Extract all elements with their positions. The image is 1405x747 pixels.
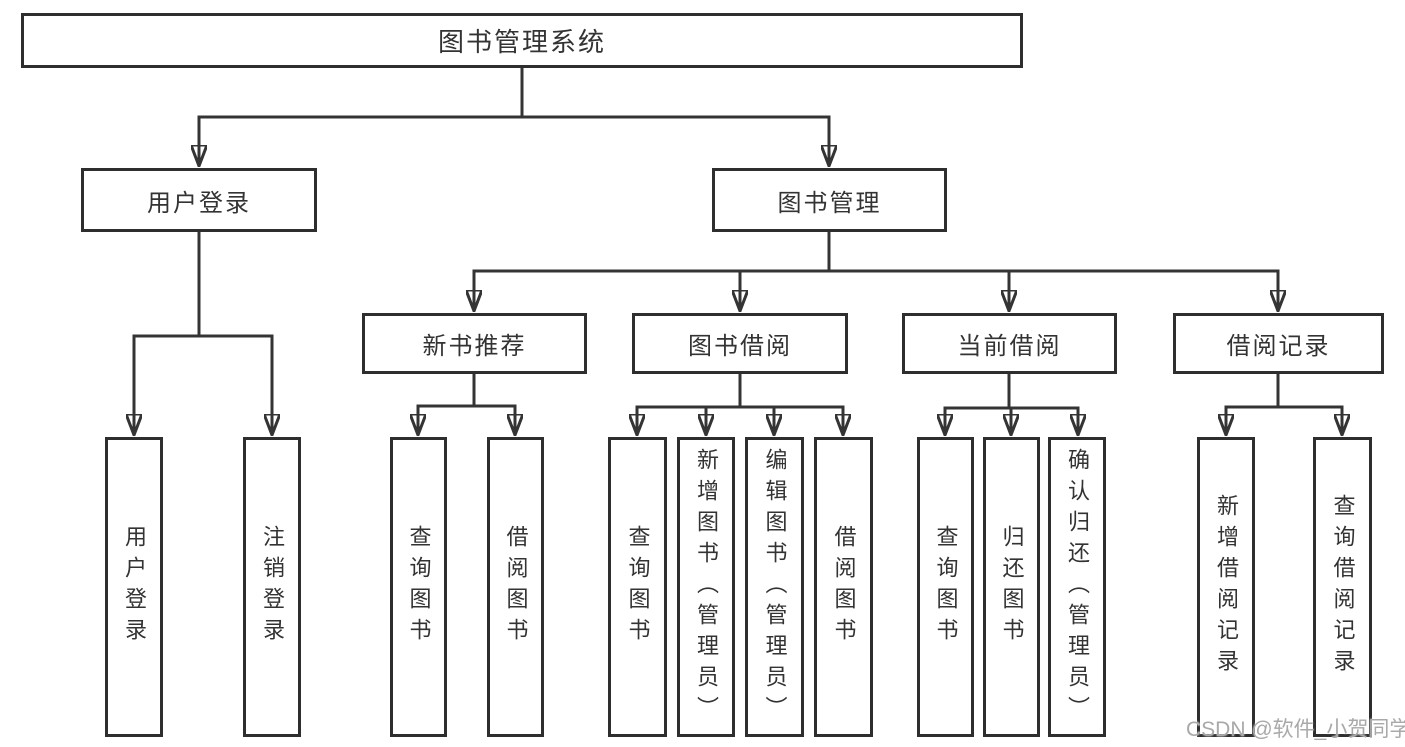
leaf-label: 归还图书: [999, 525, 1025, 649]
connector-new-book-to-borrow-books: [472, 374, 515, 435]
node-borrowing-records: 借阅记录: [1173, 313, 1384, 374]
leaf-return-book: 归还图书: [983, 437, 1040, 737]
leaf-add-borrow-record: 新增借阅记录: [1197, 437, 1255, 737]
leaf-query-borrow-record: 查询借阅记录: [1313, 437, 1372, 737]
connector-book-management-to-book-borrow: [740, 232, 831, 311]
connector-user-login-to-logout-leaf: [197, 232, 272, 435]
leaf-borrow-books-borrowing: 借阅图书: [814, 437, 873, 737]
leaf-borrow-books-recommend: 借阅图书: [487, 437, 544, 737]
connector-book-borrow-to-query-books: [637, 374, 742, 435]
node-user-login: 用户登录: [81, 168, 317, 232]
leaf-label: 编辑图书（管理员）: [762, 447, 788, 727]
leaf-query-books-recommend: 查询图书: [390, 437, 447, 737]
leaf-label: 确认归还（管理员）: [1065, 447, 1090, 727]
node-label: 图书管理: [777, 189, 882, 217]
node-label: 用户登录: [147, 189, 251, 217]
connector-current-borrow-to-query-books: [945, 374, 1011, 435]
leaf-label: 查询图书: [933, 525, 959, 649]
node-book-management: 图书管理: [712, 168, 947, 232]
leaf-label: 新增图书（管理员）: [694, 447, 719, 727]
node-label: 借阅记录: [1226, 333, 1331, 360]
leaf-label: 新增借阅记录: [1214, 494, 1239, 680]
leaf-label: 借阅图书: [503, 525, 529, 649]
node-library-management-system: 图书管理系统: [21, 13, 1023, 68]
csdn-watermark: CSDN @软件_小贺同学: [1186, 718, 1405, 741]
connector-book-management-to-borrow-records: [827, 232, 1278, 311]
leaf-edit-book-admin: 编辑图书（管理员）: [745, 437, 804, 737]
connector-current-borrow-to-confirm-return: [1007, 374, 1078, 435]
connector-user-login-to-login-leaf: [134, 232, 201, 435]
leaf-label: 注销登录: [260, 525, 285, 649]
connector-root-to-book-management: [520, 68, 829, 166]
node-new-book-recommendation: 新书推荐: [362, 313, 587, 374]
leaf-label: 借阅图书: [831, 525, 857, 649]
leaf-label: 查询图书: [406, 525, 432, 649]
leaf-user-login: 用户登录: [105, 437, 163, 737]
connector-new-book-to-query-books: [418, 374, 476, 435]
connector-book-borrow-to-add-book: [706, 374, 742, 435]
connector-borrow-records-to-add-record: [1226, 374, 1280, 435]
connector-root-to-user-login: [199, 68, 524, 166]
node-current-borrowing: 当前借阅: [902, 313, 1117, 374]
connector-book-borrow-to-borrow-books: [738, 374, 843, 435]
connector-book-borrow-to-edit-book: [738, 374, 774, 435]
node-label: 图书借阅: [688, 333, 792, 360]
leaf-query-books-current: 查询图书: [917, 437, 974, 737]
leaf-confirm-return-admin: 确认归还（管理员）: [1048, 437, 1106, 737]
leaf-query-books-borrowing: 查询图书: [608, 437, 667, 737]
node-label: 当前借阅: [957, 333, 1062, 360]
leaf-add-book-admin: 新增图书（管理员）: [677, 437, 735, 737]
leaf-logout: 注销登录: [243, 437, 301, 737]
connector-borrow-records-to-query-record: [1276, 374, 1342, 435]
leaf-label: 查询图书: [625, 525, 651, 649]
leaf-label: 查询借阅记录: [1330, 494, 1356, 680]
leaf-label: 用户登录: [122, 525, 147, 649]
node-label: 新书推荐: [422, 333, 527, 360]
node-label: 图书管理系统: [437, 27, 606, 57]
node-book-borrowing: 图书借阅: [632, 313, 848, 374]
